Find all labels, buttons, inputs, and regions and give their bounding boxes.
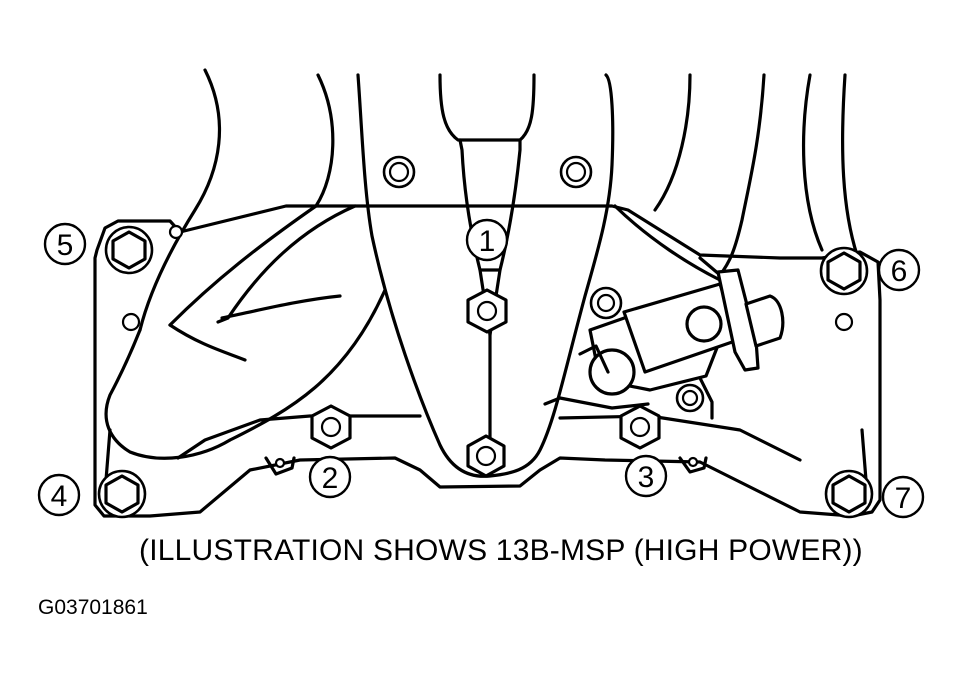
upper-stud-right: [559, 155, 593, 189]
figure-id: G03701861: [38, 596, 148, 619]
bolt-5: [104, 225, 154, 275]
bolt-6: [819, 246, 869, 296]
bolt-valve: [589, 286, 623, 320]
callout-4: 4: [37, 473, 81, 517]
bolt-center-lower: [466, 434, 506, 478]
runner-left-inner: [216, 204, 387, 442]
callout-label: 5: [57, 229, 74, 262]
air-injection-valve: [543, 268, 785, 420]
bolt-2: [310, 404, 352, 450]
upper-stud-left: [382, 155, 416, 189]
bolt-7: [824, 469, 874, 519]
bolt-valve-lower: [675, 383, 705, 413]
locating-holes: [121, 224, 854, 476]
bolt-1: [466, 288, 508, 334]
bolt-4: [97, 469, 147, 519]
callout-label: 1: [479, 225, 496, 258]
callout-label: 2: [322, 462, 339, 495]
callout-7: 7: [881, 475, 925, 519]
callout-3: 3: [624, 454, 668, 498]
callout-label: 7: [895, 482, 912, 515]
illustration-caption: (ILLUSTRATION SHOWS 13B-MSP (HIGH POWER)…: [139, 534, 863, 567]
callout-1: 1: [465, 218, 509, 262]
runner-left: [104, 68, 335, 460]
runner-right: [613, 73, 860, 282]
callout-5: 5: [43, 222, 87, 266]
callout-label: 3: [638, 461, 655, 494]
bolt-3: [619, 404, 661, 450]
callout-2: 2: [308, 455, 352, 499]
callout-6: 6: [877, 248, 921, 292]
callout-label: 4: [51, 480, 68, 513]
callout-label: 6: [891, 255, 908, 288]
